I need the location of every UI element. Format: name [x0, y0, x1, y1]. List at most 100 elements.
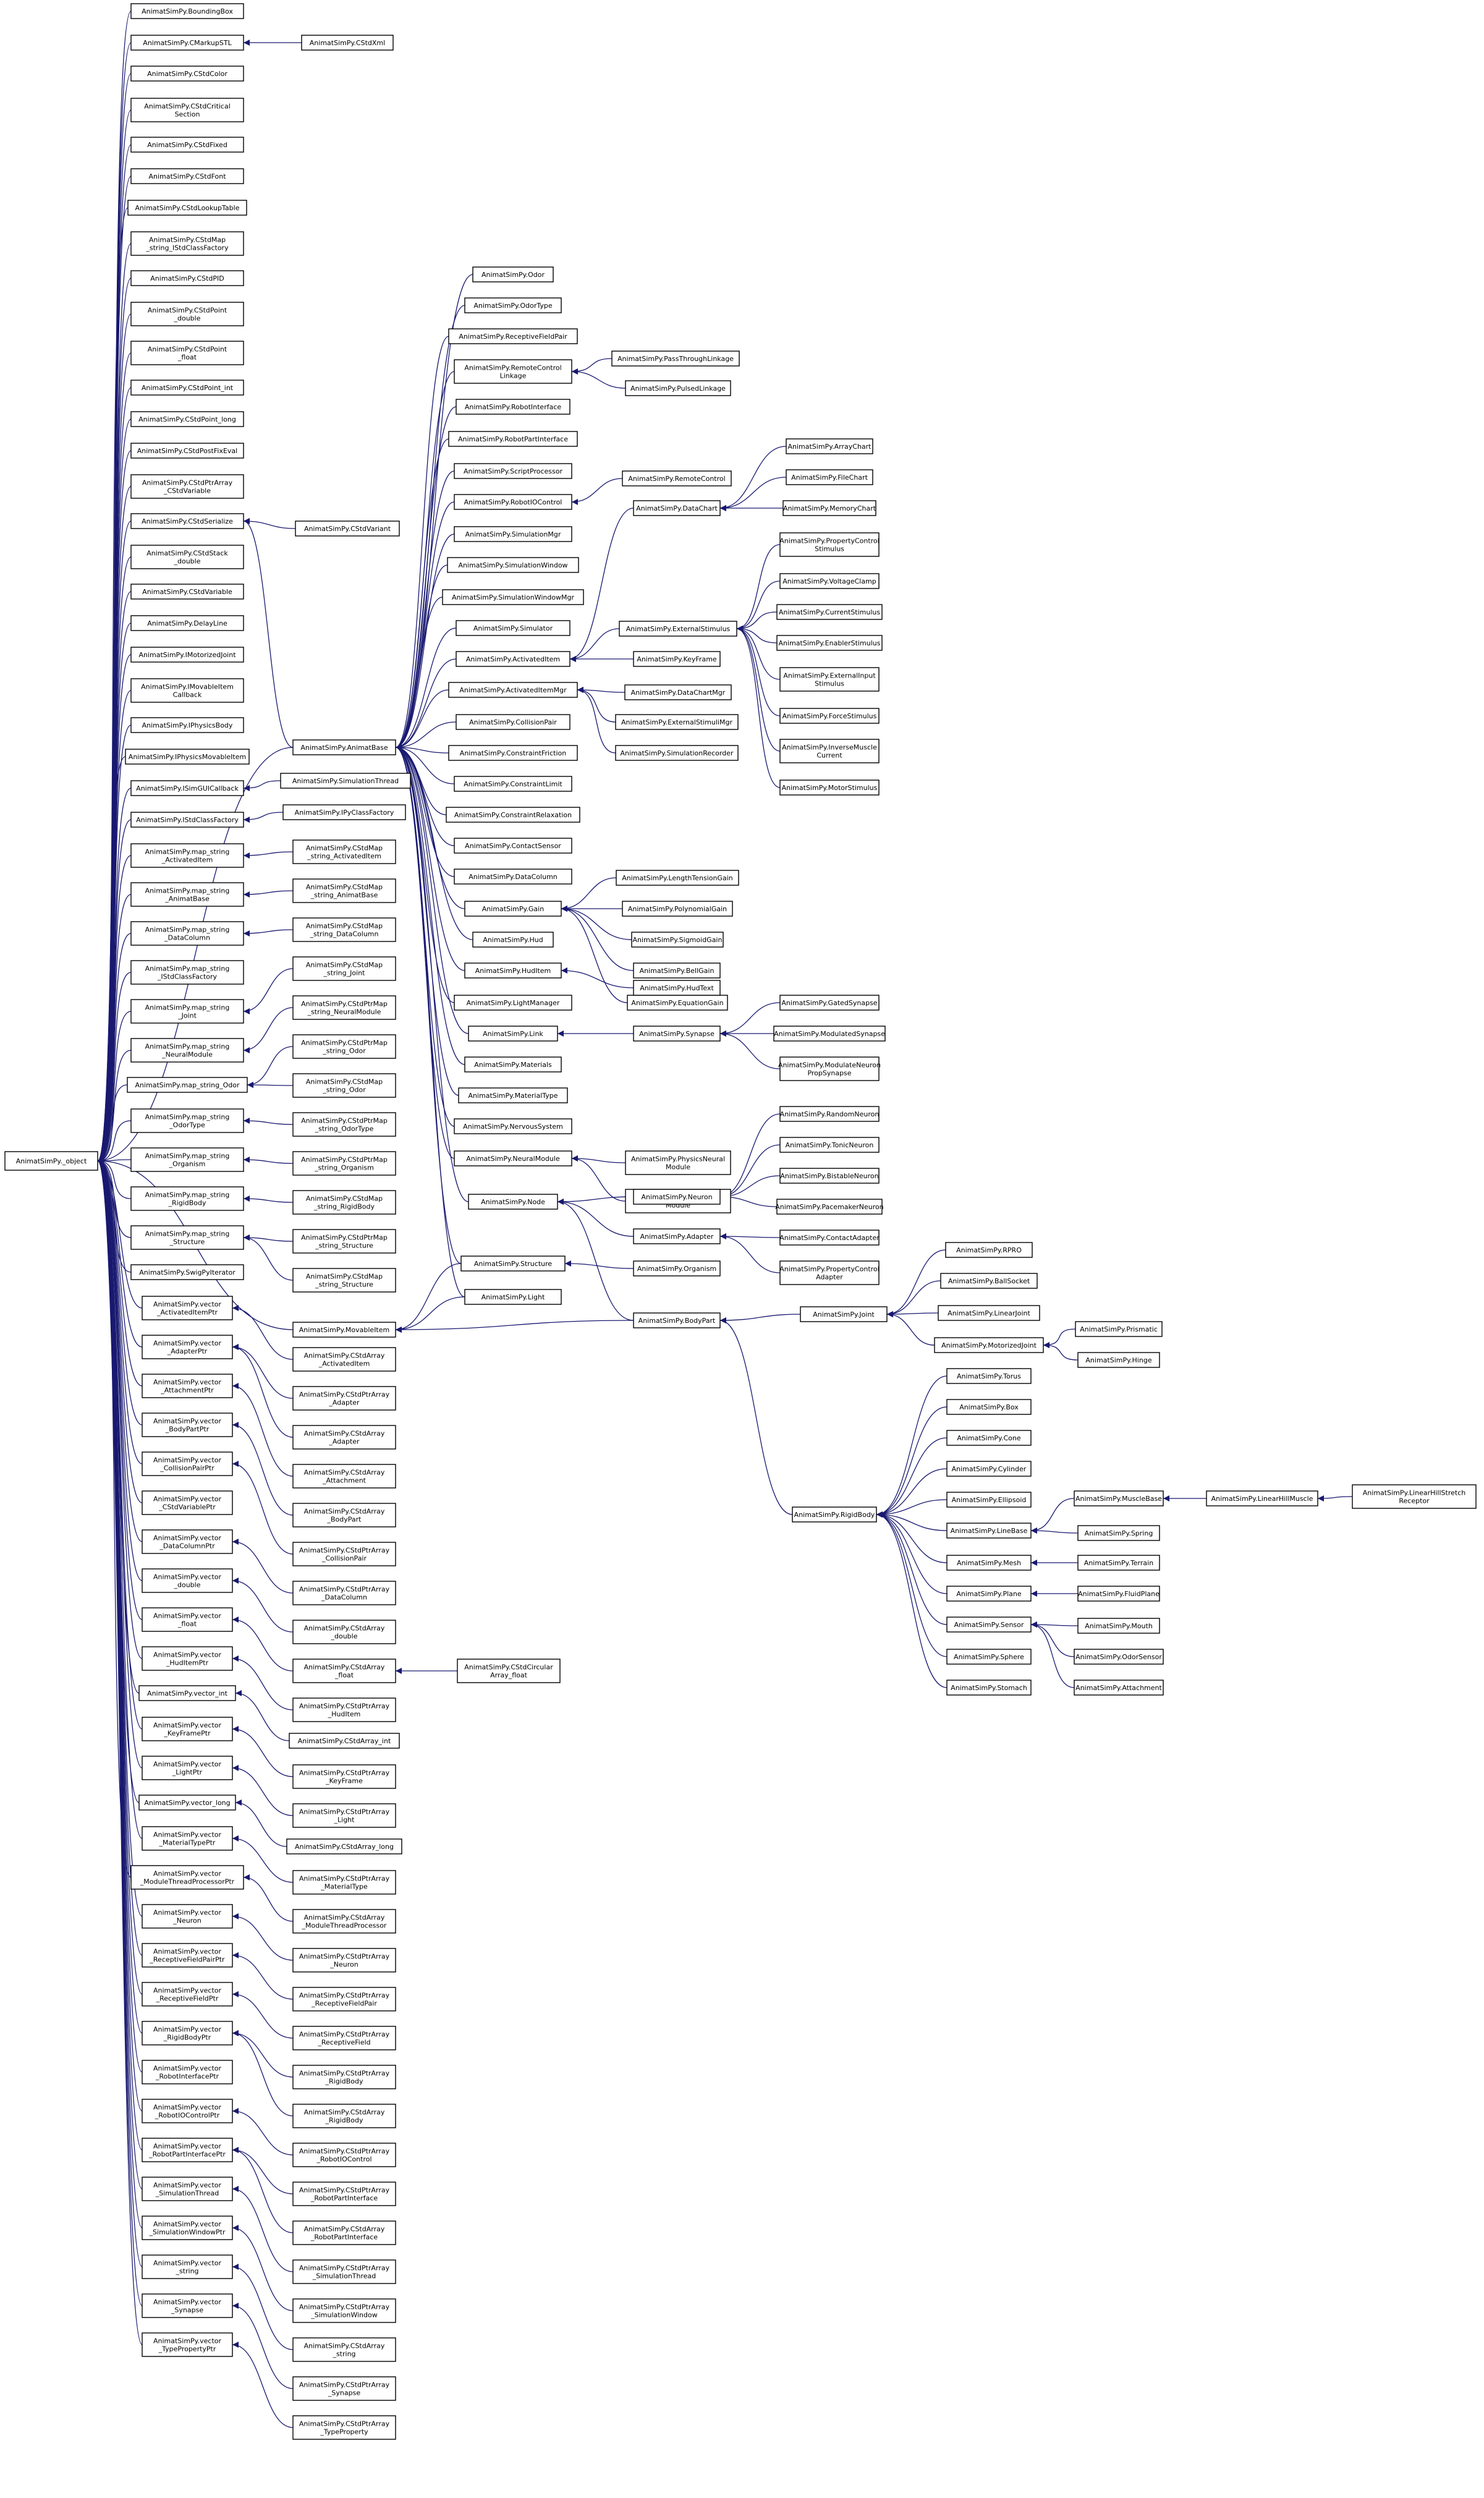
class-node-m9[interactable]: AnimatSimPy.CStdPtrMap_string_Organism — [292, 1151, 396, 1176]
class-node-l37[interactable]: AnimatSimPy.SwigPyIterator — [130, 1264, 244, 1280]
class-node-m10[interactable]: AnimatSimPy.CStdMap_string_RigidBody — [292, 1190, 396, 1215]
class-node-b31[interactable]: AnimatSimPy.Structure — [460, 1255, 566, 1272]
class-node-l60[interactable]: AnimatSimPy.vector_RobotPartInterfacePtr — [142, 2138, 233, 2162]
class-node-d12[interactable]: AnimatSimPy.SigmoidGain — [631, 932, 724, 948]
class-node-l25[interactable]: AnimatSimPy.IStdClassFactory — [130, 812, 244, 828]
class-node-l29[interactable]: AnimatSimPy.map_string_IStdClassFactory — [130, 960, 244, 985]
class-node-s7[interactable]: AnimatSimPy.Attachment — [1074, 1680, 1164, 1696]
class-node-d7[interactable]: AnimatSimPy.DataChartMgr — [624, 684, 732, 700]
class-node-b27[interactable]: AnimatSimPy.MaterialType — [458, 1087, 568, 1103]
class-node-l16[interactable]: AnimatSimPy.CStdSerialize — [130, 513, 244, 529]
class-node-b23[interactable]: AnimatSimPy.HudItem — [464, 962, 562, 979]
class-node-l8[interactable]: AnimatSimPy.CStdMap_string_IStdClassFact… — [130, 231, 244, 256]
class-node-b30[interactable]: AnimatSimPy.Node — [468, 1194, 558, 1210]
class-node-l63[interactable]: AnimatSimPy.vector_string — [142, 2254, 233, 2279]
class-node-m8[interactable]: AnimatSimPy.CStdPtrMap_string_OdorType — [292, 1112, 396, 1137]
class-node-m3[interactable]: AnimatSimPy.CStdMap_string_DataColumn — [292, 917, 396, 942]
class-node-l52[interactable]: AnimatSimPy.vector_MaterialTypePtr — [142, 1826, 233, 1851]
class-node-a6[interactable]: AnimatSimPy.CStdPtrArray_CollisionPair — [292, 1542, 396, 1566]
class-node-a16[interactable]: AnimatSimPy.CStdArray_ModuleThreadProces… — [292, 1909, 396, 1934]
class-node-b25[interactable]: AnimatSimPy.Link — [468, 1026, 558, 1042]
class-node-s4[interactable]: AnimatSimPy.FluidPlane — [1077, 1586, 1160, 1602]
class-node-e17[interactable]: AnimatSimPy.BistableNeuron — [779, 1168, 880, 1184]
class-node-l45[interactable]: AnimatSimPy.vector_double — [142, 1568, 233, 1593]
class-node-s8[interactable]: AnimatSimPy.LinearHillMuscle — [1206, 1490, 1318, 1506]
class-node-a11[interactable]: AnimatSimPy.CStdArray_int — [289, 1733, 400, 1749]
class-node-d3[interactable]: AnimatSimPy.RemoteControl — [622, 470, 732, 486]
class-node-l44[interactable]: AnimatSimPy.vector_DataColumnPtr — [142, 1529, 233, 1554]
class-node-s6[interactable]: AnimatSimPy.OdorSensor — [1074, 1649, 1164, 1665]
class-node-r4[interactable]: AnimatSimPy.Cylinder — [946, 1461, 1032, 1477]
class-node-l7[interactable]: AnimatSimPy.CStdLookupTable — [127, 200, 247, 216]
class-node-b14[interactable]: AnimatSimPy.ActivatedItemMgr — [448, 682, 578, 698]
class-node-b29[interactable]: AnimatSimPy.NeuralModule — [454, 1150, 572, 1166]
class-node-l53[interactable]: AnimatSimPy.vector_ModuleThreadProcessor… — [130, 1865, 244, 1890]
class-node-l15[interactable]: AnimatSimPy.CStdPtrArray_CStdVariable — [130, 474, 244, 499]
class-node-b24[interactable]: AnimatSimPy.LightManager — [454, 995, 572, 1011]
class-node-l51[interactable]: AnimatSimPy.vector_long — [138, 1795, 236, 1811]
class-node-a24[interactable]: AnimatSimPy.CStdArray_RobotPartInterface — [292, 2220, 396, 2245]
class-node-d8[interactable]: AnimatSimPy.ExternalStimuliMgr — [615, 714, 739, 730]
class-node-d1[interactable]: AnimatSimPy.PassThroughLinkage — [611, 350, 740, 367]
class-node-e15[interactable]: AnimatSimPy.RandomNeuron — [779, 1106, 880, 1122]
class-node-d2[interactable]: AnimatSimPy.PulsedLinkage — [625, 380, 731, 396]
class-node-a12[interactable]: AnimatSimPy.CStdPtrArray_KeyFrame — [292, 1764, 396, 1789]
class-node-l34[interactable]: AnimatSimPy.map_string_Organism — [130, 1147, 244, 1172]
class-node-b10[interactable]: AnimatSimPy.SimulationWindow — [447, 557, 579, 573]
class-node-e1[interactable]: AnimatSimPy.ArrayChart — [786, 438, 873, 454]
class-node-b32[interactable]: AnimatSimPy.Light — [464, 1289, 562, 1305]
class-node-b16[interactable]: AnimatSimPy.ConstraintFriction — [448, 745, 578, 761]
class-node-a4[interactable]: AnimatSimPy.CStdArray_Attachment — [292, 1464, 396, 1489]
class-node-c2_3[interactable]: AnimatSimPy.SimulationThread — [280, 773, 411, 789]
class-node-d20[interactable]: AnimatSimPy.Adapter — [633, 1228, 721, 1244]
class-node-m12[interactable]: AnimatSimPy.CStdMap_string_Structure — [292, 1268, 396, 1293]
class-node-b12[interactable]: AnimatSimPy.Simulator — [456, 620, 570, 636]
class-node-a2[interactable]: AnimatSimPy.CStdPtrArray_Adapter — [292, 1386, 396, 1411]
class-node-l24[interactable]: AnimatSimPy.ISimGUICallback — [130, 780, 244, 796]
class-node-a8[interactable]: AnimatSimPy.CStdArray_double — [292, 1620, 396, 1644]
class-node-m7[interactable]: AnimatSimPy.CStdMap_string_Odor — [292, 1073, 396, 1098]
class-node-a14[interactable]: AnimatSimPy.CStdArray_long — [286, 1838, 402, 1854]
class-node-l48[interactable]: AnimatSimPy.vector_int — [138, 1685, 236, 1701]
class-node-s1[interactable]: AnimatSimPy.MuscleBase — [1074, 1490, 1164, 1506]
class-node-d10[interactable]: AnimatSimPy.LengthTensionGain — [616, 870, 739, 886]
class-node-e7[interactable]: AnimatSimPy.EnablerStimulus — [776, 635, 883, 651]
class-node-d5[interactable]: AnimatSimPy.ExternalStimulus — [619, 621, 737, 637]
class-node-r0[interactable]: AnimatSimPy.RigidBody — [792, 1506, 877, 1523]
class-node-l36[interactable]: AnimatSimPy.map_string_Structure — [130, 1225, 244, 1250]
class-node-e18[interactable]: AnimatSimPy.PacemakerNeuron — [775, 1199, 884, 1215]
class-node-d14[interactable]: AnimatSimPy.EquationGain — [627, 995, 728, 1011]
class-node-l40[interactable]: AnimatSimPy.vector_AttachmentPtr — [142, 1374, 233, 1398]
class-node-e13[interactable]: AnimatSimPy.ModulatedSynapse — [773, 1026, 886, 1042]
class-node-j3[interactable]: AnimatSimPy.LinearJoint — [938, 1305, 1040, 1321]
class-node-s5[interactable]: AnimatSimPy.Mouth — [1077, 1618, 1160, 1634]
class-node-l32[interactable]: AnimatSimPy.map_string_Odor — [127, 1077, 248, 1093]
class-node-d22[interactable]: AnimatSimPy.BodyPart — [633, 1312, 721, 1328]
class-node-l41[interactable]: AnimatSimPy.vector_BodyPartPtr — [142, 1413, 233, 1437]
class-node-l11[interactable]: AnimatSimPy.CStdPoint_float — [130, 341, 244, 365]
class-node-s3[interactable]: AnimatSimPy.Terrain — [1077, 1555, 1160, 1571]
class-node-m4[interactable]: AnimatSimPy.CStdMap_string_Joint — [292, 956, 396, 981]
class-node-l5[interactable]: AnimatSimPy.CStdFixed — [130, 137, 244, 153]
class-node-l35[interactable]: AnimatSimPy.map_string_RigidBody — [130, 1186, 244, 1211]
class-node-d6[interactable]: AnimatSimPy.KeyFrame — [633, 651, 721, 667]
class-node-l17[interactable]: AnimatSimPy.CStdStack_double — [130, 545, 244, 569]
class-node-l43[interactable]: AnimatSimPy.vector_CStdVariablePtr — [142, 1490, 233, 1515]
class-node-a9[interactable]: AnimatSimPy.CStdArray_float — [292, 1659, 396, 1683]
class-node-c2_4[interactable]: AnimatSimPy.IPyClassFactory — [282, 804, 406, 820]
class-node-b9[interactable]: AnimatSimPy.SimulationMgr — [454, 526, 572, 542]
class-node-c2_1[interactable]: AnimatSimPy.CStdXml — [301, 35, 394, 51]
class-node-r9[interactable]: AnimatSimPy.Sensor — [946, 1616, 1032, 1633]
class-node-b13[interactable]: AnimatSimPy.ActivatedItem — [456, 651, 570, 667]
class-node-a28[interactable]: AnimatSimPy.CStdPtrArray_Synapse — [292, 2376, 396, 2401]
class-node-r11[interactable]: AnimatSimPy.Stomach — [946, 1680, 1032, 1696]
class-node-l57[interactable]: AnimatSimPy.vector_RigidBodyPtr — [142, 2021, 233, 2046]
class-node-l61[interactable]: AnimatSimPy.vector_SimulationThread — [142, 2177, 233, 2201]
class-node-j2[interactable]: AnimatSimPy.BallSocket — [940, 1273, 1038, 1289]
